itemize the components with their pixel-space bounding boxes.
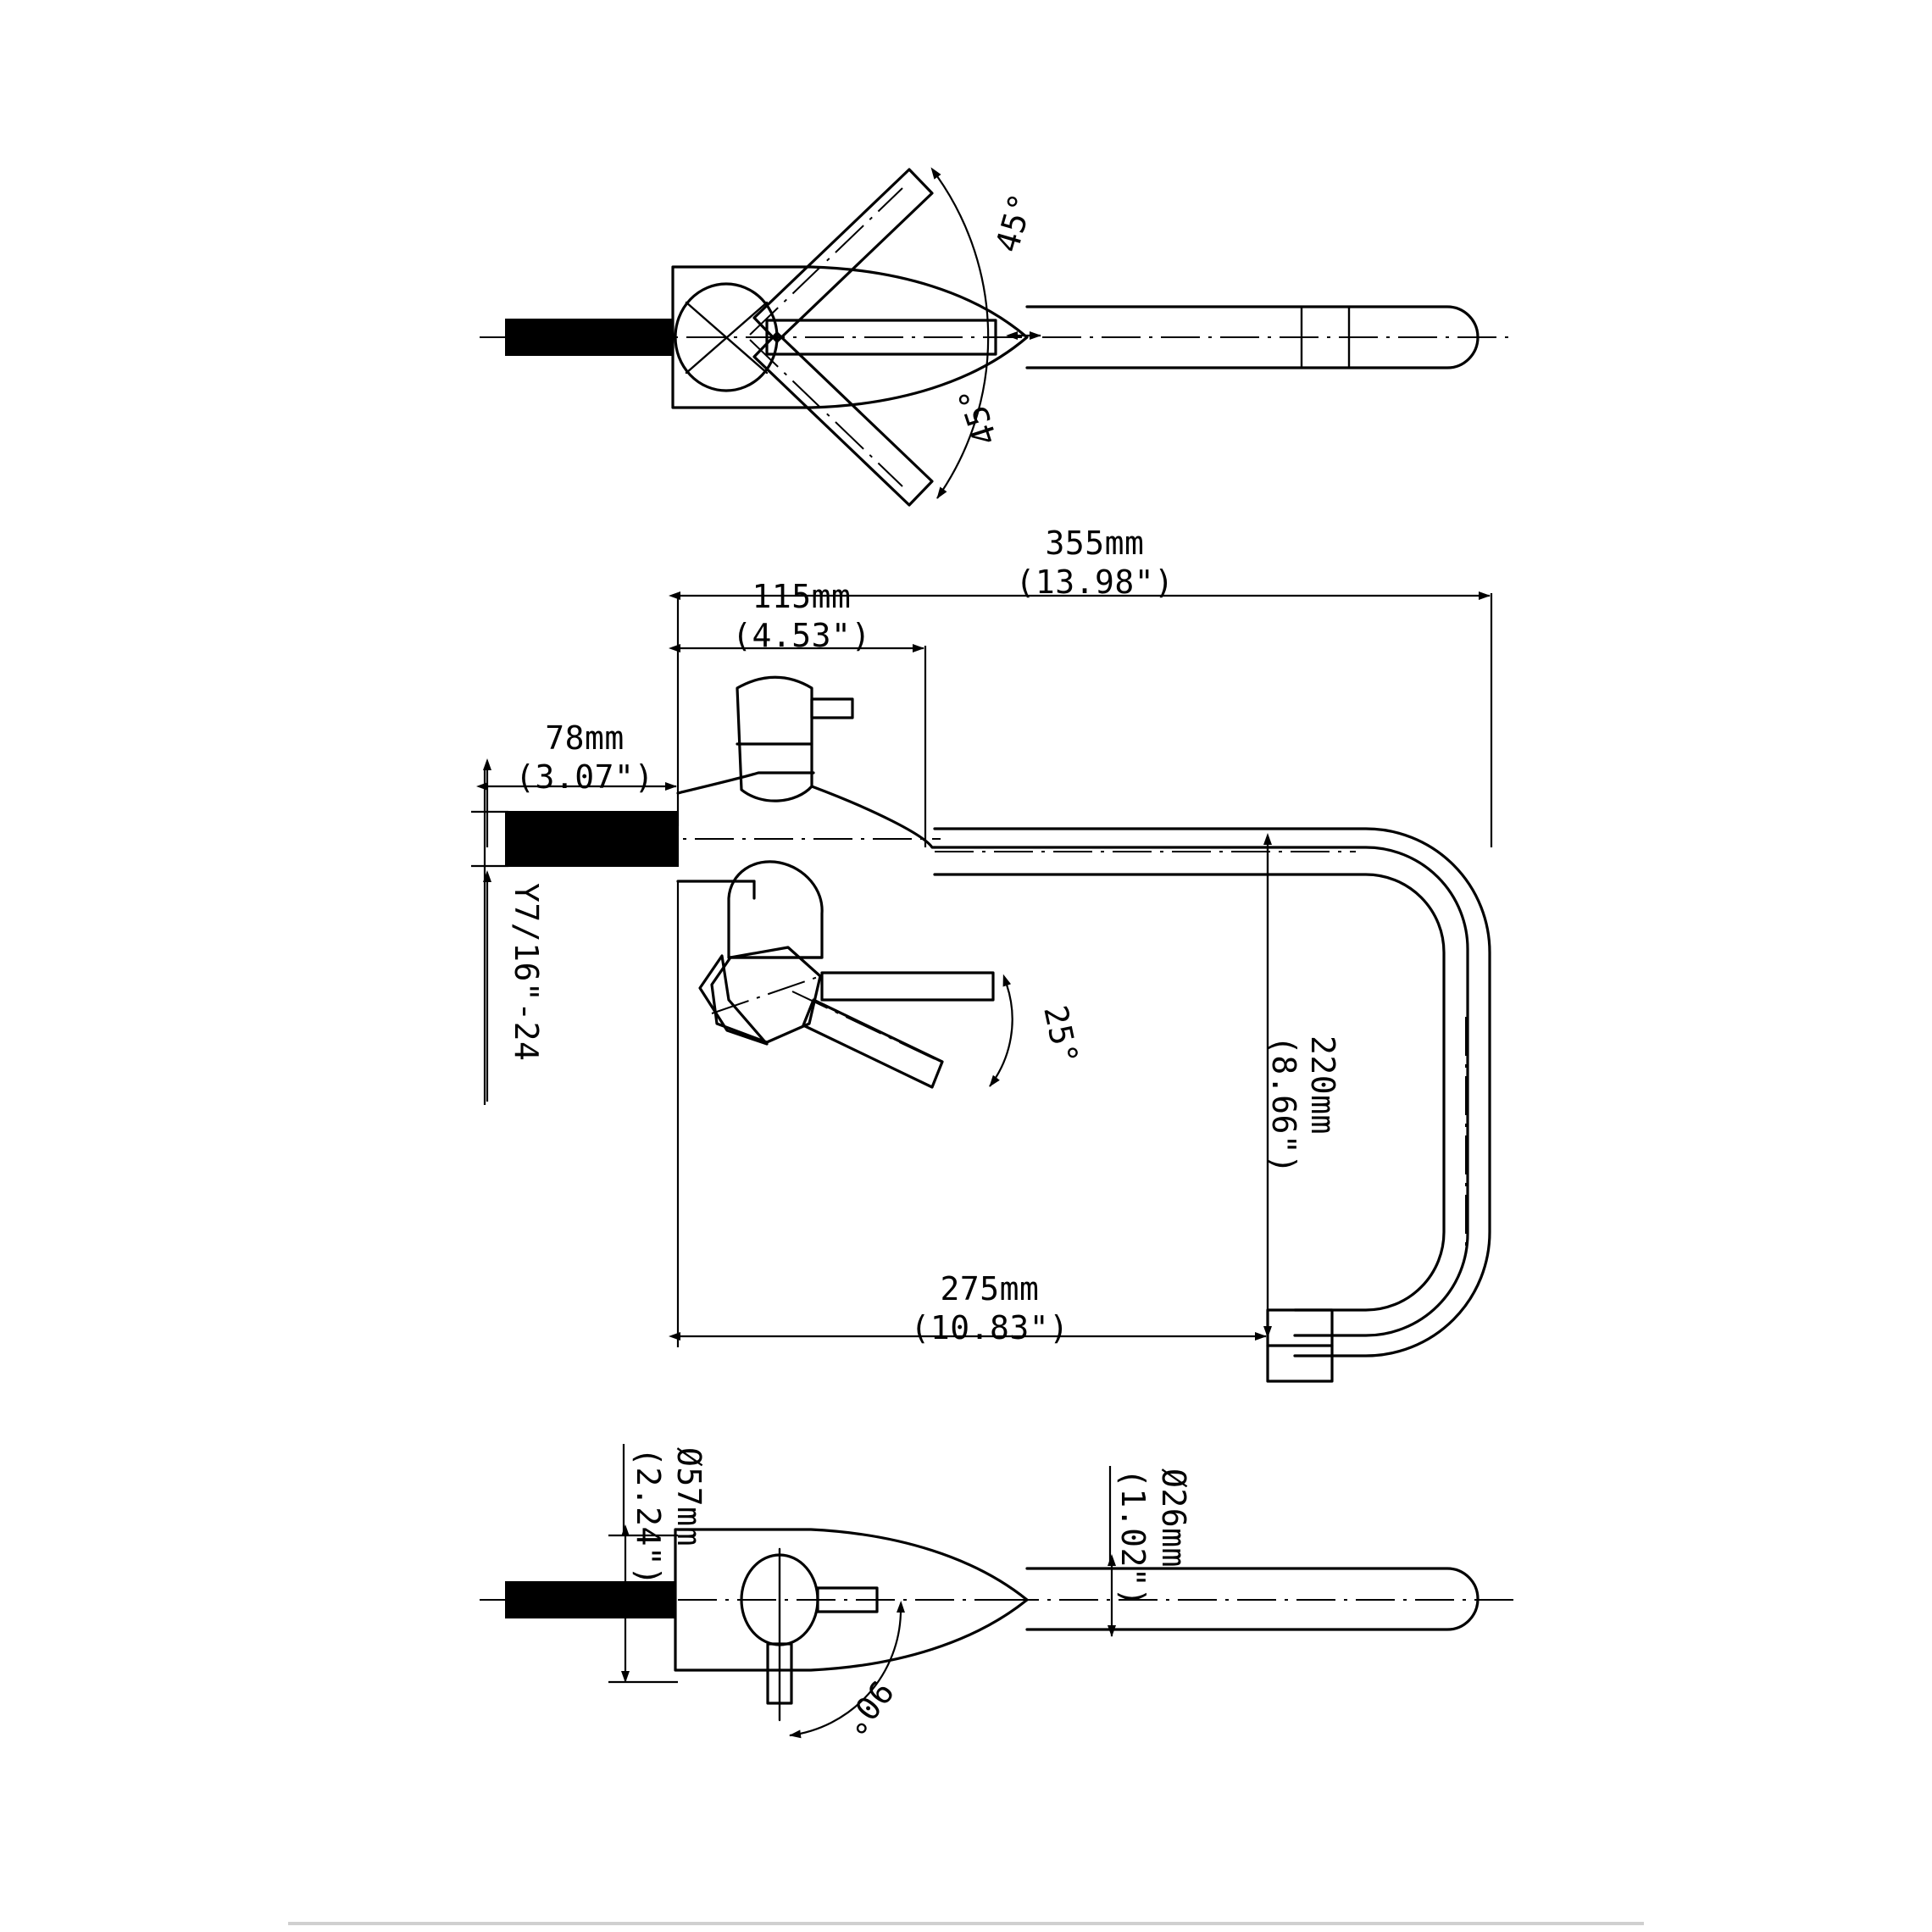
top-view-lever-45-down — [749, 331, 934, 507]
side-view-cartridge-cap — [736, 675, 854, 802]
bottom-view-rotate-arc[interactable] — [789, 1601, 905, 1739]
top-view-angle-label-lower: 45° — [951, 382, 1005, 450]
dim-handle-offset[interactable] — [669, 644, 927, 847]
label-overall-length-mm: 355mm — [1046, 525, 1145, 562]
dim-spout-diameter[interactable] — [1108, 1466, 1116, 1637]
side-view-lever-knob — [698, 946, 822, 1046]
label-shank-length-mm: 78mm — [545, 719, 625, 757]
top-view-angle-label-upper: 45° — [988, 189, 1041, 257]
label-handle-offset-inch: (4.53") — [732, 617, 871, 654]
label-spout-reach-inch: (10.83") — [910, 1309, 1069, 1346]
side-view-lever-horizontal — [820, 971, 995, 1002]
label-spout-diameter-inch: (1.02") — [1114, 1468, 1152, 1607]
bottom-view-handle-hub — [678, 1547, 1000, 1722]
label-lever-rotate-angle: 90° — [835, 1673, 901, 1742]
bottom-view: Ø57mm (2.24") Ø26mm (1.02") — [480, 1444, 1517, 1743]
top-view-lever-45-up — [749, 168, 934, 343]
side-view-lever-tilted — [791, 991, 944, 1089]
label-shank-length-inch: (3.07") — [515, 758, 654, 796]
label-handle-offset-mm: 115mm — [752, 578, 852, 615]
label-spout-reach-mm: 275mm — [941, 1270, 1040, 1307]
footer-divider — [288, 1922, 1644, 1925]
side-elevation-view: 355mm (13.98") 115mm (4.53") 78mm (3.07"… — [471, 525, 1493, 1383]
label-thread-spec: Y7/16"-24 — [508, 883, 545, 1061]
top-view: 45° 45° — [480, 167, 1517, 507]
label-spout-diameter-mm: Ø26mm — [1155, 1468, 1192, 1568]
label-base-diameter-inch: (2.24") — [630, 1447, 667, 1586]
label-overall-length-inch: (13.98") — [1015, 564, 1174, 601]
label-spout-height-inch: (8.66") — [1265, 1035, 1302, 1174]
bottom-view-shank — [480, 1581, 676, 1618]
label-lever-lift-angle: 25° — [1036, 1002, 1085, 1069]
side-view-spout — [933, 827, 1491, 1383]
label-spout-height-mm: 220mm — [1304, 1035, 1341, 1135]
side-view-body — [676, 675, 936, 959]
side-view-lever-angle-arc[interactable] — [989, 974, 1013, 1087]
dim-overall-length[interactable] — [669, 591, 1493, 847]
dim-shank-length[interactable] — [471, 758, 677, 1105]
